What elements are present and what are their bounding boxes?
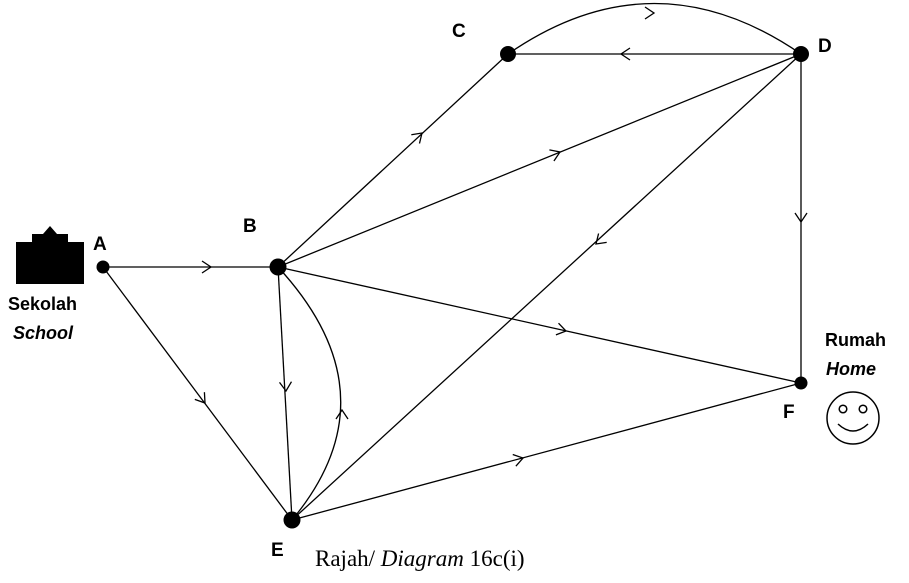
node-labels: A B C D E F (93, 21, 832, 561)
arrowhead-b-c (411, 132, 423, 144)
home-label-malay: Rumah (825, 330, 886, 350)
node-label-a: A (93, 234, 107, 255)
edge-d-e (291, 53, 802, 521)
school-building-icon (16, 226, 84, 284)
edge-c-d-curve (507, 2, 802, 55)
arrowhead-a-b (201, 260, 213, 274)
caption-english: Diagram (380, 546, 464, 571)
school-label-malay: Sekolah (8, 294, 77, 314)
node-label-d: D (818, 36, 832, 57)
arrowheads (194, 6, 808, 467)
arrowhead-a-e (194, 392, 206, 404)
school-label-english: School (13, 323, 74, 343)
arrowhead-b-f (555, 322, 568, 336)
node-label-c: C (452, 21, 466, 42)
diagram-caption: Rajah/ Diagram 16c(i) (315, 546, 525, 572)
edge-b-d (277, 53, 802, 268)
node-e (283, 511, 301, 529)
edges (102, 2, 802, 521)
edge-a-e (102, 266, 293, 521)
node-f (794, 376, 808, 390)
home-label-english: Home (826, 359, 876, 379)
nodes (96, 46, 809, 529)
arrowhead-d-c (619, 47, 631, 61)
edge-b-f (277, 266, 802, 384)
caption-malay: Rajah/ (315, 546, 376, 571)
arrowhead-b-d (549, 149, 562, 162)
arrowhead-b-e (278, 381, 293, 393)
arrowhead-d-f (794, 212, 808, 224)
node-label-e: E (271, 540, 284, 561)
node-label-f: F (783, 402, 795, 423)
arrowhead-d-e (595, 233, 607, 245)
node-a (96, 260, 110, 274)
edge-b-e-straight (277, 266, 293, 521)
edge-e-b-curve (277, 266, 342, 521)
arrowhead-e-f (512, 453, 525, 467)
arrowhead-e-b (335, 408, 349, 420)
smiley-face-icon (826, 391, 880, 445)
edge-e-f (291, 382, 802, 521)
edge-b-c (277, 53, 509, 268)
node-c (500, 46, 516, 62)
arrowhead-c-d (644, 6, 656, 20)
node-label-b: B (243, 216, 257, 237)
caption-number: 16c(i) (469, 546, 525, 571)
node-d (793, 46, 809, 62)
node-b (269, 258, 287, 276)
